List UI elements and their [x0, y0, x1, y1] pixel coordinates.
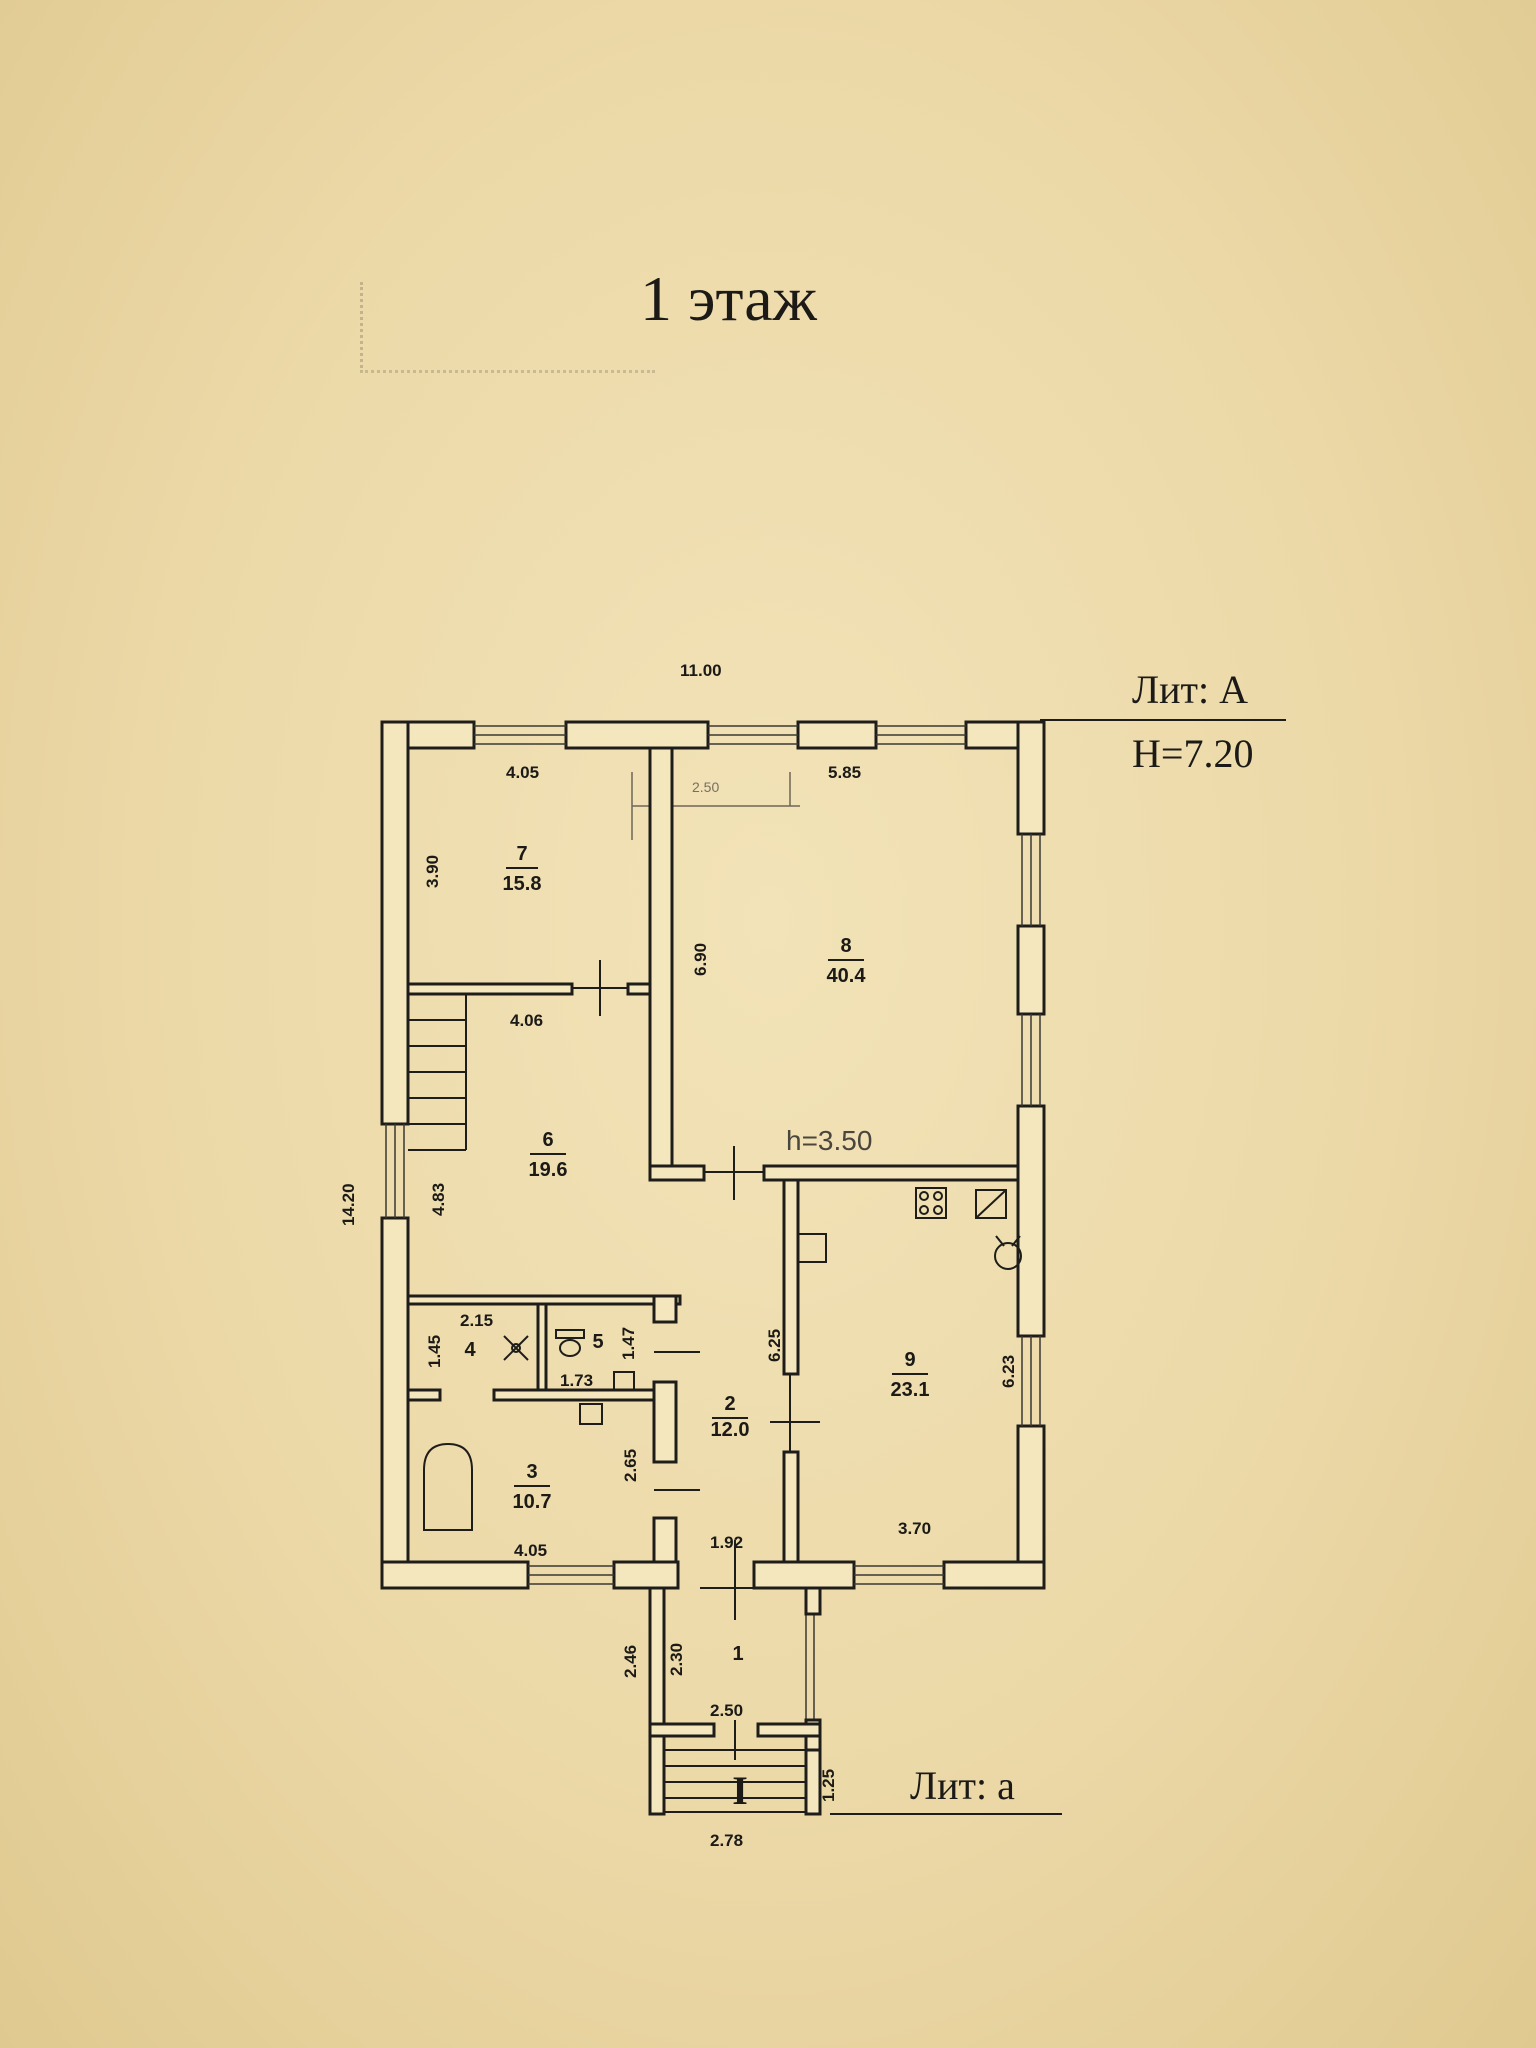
svg-text:8: 8: [840, 935, 851, 957]
faint-dimension: 2.50: [692, 779, 719, 795]
window-right-1: [1021, 834, 1041, 926]
room-8-label: 8 40.4: [827, 935, 867, 987]
svg-text:5: 5: [592, 1331, 603, 1353]
dim-r5-width: 1.73: [560, 1371, 593, 1390]
inner-height-label: h=3.50: [786, 1125, 872, 1156]
dim-porch-width: 2.78: [710, 1831, 743, 1850]
page-title: 1 этаж: [640, 263, 817, 334]
porch: [648, 1540, 822, 1816]
sink-icon: [579, 1403, 603, 1425]
svg-text:23.1: 23.1: [891, 1379, 930, 1401]
dim-r1-width: 2.50: [710, 1701, 743, 1720]
exterior-walls: [380, 720, 1046, 1590]
dim-r6-height: 4.83: [429, 1183, 448, 1216]
dimension-labels: 11.00 14.20 4.05 3.90 5.85 6.90 4.06 4.8…: [339, 661, 1018, 1850]
porch-letter-label: Лит: а: [910, 1763, 1015, 1808]
room-1-label: 1: [732, 1643, 743, 1665]
room-4-label: 4: [464, 1339, 476, 1361]
window-right-3: [1021, 1336, 1041, 1426]
interior-walls: [406, 746, 1020, 1564]
boiler-icon: [994, 1235, 1022, 1270]
staircase: [408, 994, 467, 1151]
window-right-2: [1021, 1014, 1041, 1106]
window-top-2: [708, 725, 798, 745]
dim-r2-height: 6.25: [765, 1329, 784, 1362]
dim-porch-outer-height: 2.46: [621, 1645, 640, 1678]
bathtub-icon: [423, 1442, 473, 1531]
svg-text:2: 2: [724, 1393, 735, 1415]
svg-text:7: 7: [516, 843, 527, 865]
room-3-label: 3 10.7: [513, 1461, 552, 1513]
window-top-1: [474, 725, 566, 745]
dim-r2-width: 1.92: [710, 1533, 743, 1552]
window-left: [385, 1124, 405, 1218]
shower-icon: [503, 1335, 529, 1361]
dim-steps-height: 1.25: [819, 1769, 838, 1802]
faded-stamp-area: [360, 282, 655, 373]
building-letter-label: Лит: А: [1132, 667, 1249, 712]
dim-r8-height: 6.90: [691, 943, 710, 976]
dim-r4-width: 2.15: [460, 1311, 493, 1330]
room-6-label: 6 19.6: [529, 1129, 568, 1181]
svg-text:10.7: 10.7: [513, 1491, 552, 1513]
dim-r3-width: 4.05: [514, 1541, 547, 1560]
kitchen-sink-icon: [798, 1233, 827, 1263]
window-top-3: [876, 725, 966, 745]
dim-r4-height: 1.45: [425, 1335, 444, 1368]
door-marks: [572, 960, 820, 1491]
porch-roman-numeral: I: [732, 1768, 748, 1813]
svg-text:12.0: 12.0: [711, 1419, 750, 1441]
dim-r3-height: 2.65: [621, 1449, 640, 1482]
room-7-label: 7 15.8: [503, 843, 542, 895]
dim-overall-depth: 14.20: [339, 1183, 358, 1226]
dim-overall-width: 11.00: [680, 661, 722, 680]
dim-r8-width: 5.85: [828, 763, 861, 782]
kitchen-cabinet-icon: [975, 1189, 1007, 1219]
window-porch: [805, 1614, 815, 1720]
dim-r7-width: 4.05: [506, 763, 539, 782]
building-height-label: H=7.20: [1132, 731, 1254, 776]
dim-r9-height: 6.23: [999, 1355, 1018, 1388]
room-2-label: 2 12.0: [711, 1393, 750, 1441]
dim-r7-height: 3.90: [423, 855, 442, 888]
window-bottom-1: [528, 1565, 614, 1585]
svg-text:4: 4: [464, 1339, 476, 1361]
svg-text:15.8: 15.8: [503, 873, 542, 895]
window-bottom-2: [854, 1565, 944, 1585]
svg-text:19.6: 19.6: [529, 1159, 568, 1181]
room-labels: 7 15.8 8 40.4 6 19.6 4 5 3: [464, 843, 929, 1813]
svg-text:9: 9: [904, 1349, 915, 1371]
fixtures: [423, 1187, 1022, 1531]
porch-steps: [664, 1749, 806, 1813]
svg-text:1: 1: [732, 1643, 743, 1665]
dim-r5-height: 1.47: [619, 1327, 638, 1360]
room-9-label: 9 23.1: [891, 1349, 930, 1401]
svg-text:3: 3: [526, 1461, 537, 1483]
stove-icon: [915, 1187, 947, 1219]
svg-text:40.4: 40.4: [827, 965, 867, 987]
room-5-label: 5: [592, 1331, 603, 1353]
toilet-icon: [555, 1329, 635, 1391]
svg-text:6: 6: [542, 1129, 553, 1151]
dim-r6-width: 4.06: [510, 1011, 543, 1030]
dim-r9-width: 3.70: [898, 1519, 931, 1538]
windows: [385, 725, 1041, 1720]
dim-r1-height: 2.30: [667, 1643, 686, 1676]
